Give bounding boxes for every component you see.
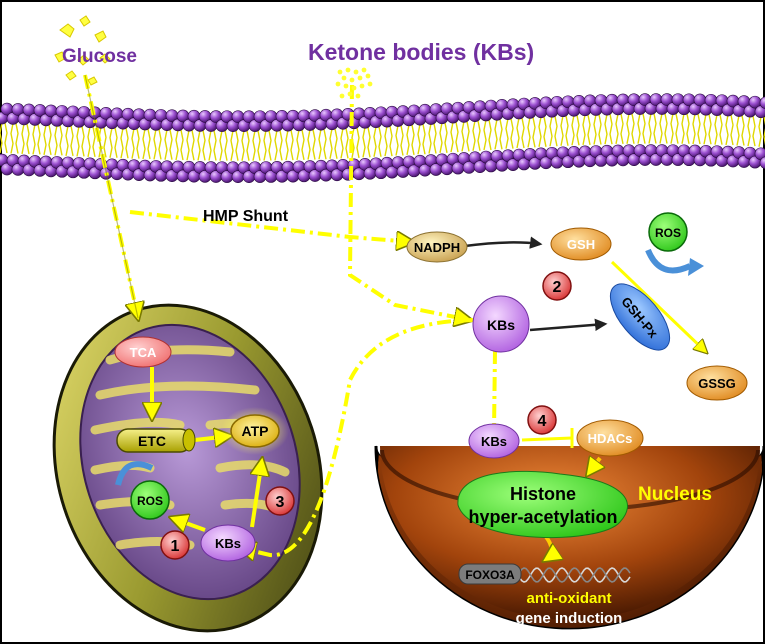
nadph-label: NADPH [414,240,460,255]
ros-outer-node: ROS [648,212,688,252]
ros-mito-node: ROS [130,480,170,520]
foxo3a-label: FOXO3A [465,568,515,582]
kbs-to-nucleus-arrow [492,349,497,433]
hdacs-node: HDACs [576,419,644,457]
marker-3: 3 [265,486,295,516]
hmp-shunt-arrow [129,210,412,242]
ketone-dot [339,93,345,99]
lipid-head [759,156,765,169]
tca-label: TCA [130,345,157,360]
marker-1: 1 [160,530,190,560]
marker-2: 2 [542,271,572,301]
ketone-dot [357,75,363,81]
ketone-bodies-title: Ketone bodies (KBs) [308,39,534,65]
kbs-mito-node: KBs [200,524,256,562]
hdacs-to-histone-arrow [588,458,600,474]
inhibition-arrow [521,428,574,448]
ketone-dot [347,91,353,97]
gssg-node: GSSG [686,365,748,401]
tca-node: TCA [114,336,172,368]
kbs-to-gshpx-arrow [529,318,608,332]
nadph-to-gsh-arrow [464,236,543,249]
gssg-label: GSSG [698,376,736,391]
gene-label-line2: gene induction [516,610,623,627]
solid-arrows [152,236,706,560]
etc-label: ETC [138,433,166,449]
marker-2-label: 2 [553,279,562,296]
ketone-dot [349,77,355,83]
ketone-dot [353,69,359,75]
dna-strand [517,567,631,583]
ros-neutralize-arrowhead [688,258,704,276]
kbs-cytosol-label: KBs [487,317,515,333]
kbs-to-mito-arrow [240,318,479,555]
ketone-body-dots [335,67,373,99]
kbs-mito-label: KBs [215,536,241,551]
gsh-to-gssg-arrow [610,260,706,352]
marker-4: 4 [527,405,557,435]
ketone-dot [343,83,349,89]
histone-node: Histone hyper-acetylation [457,470,628,538]
marker-1-label: 1 [171,538,180,555]
foxo3a-node: FOXO3A [458,563,522,585]
atp-label: ATP [242,423,269,439]
marker-4-label: 4 [538,413,547,430]
gsh-label: GSH [567,237,595,252]
kbs-cytosol-node: KBs [472,295,530,353]
histone-label-line1: Histone [510,484,576,504]
gene-label-line1: anti-oxidant [527,590,612,607]
marker-3-label: 3 [276,494,285,511]
ketone-dot [351,85,357,91]
nadph-node: NADPH [406,231,468,263]
hdacs-label: HDACs [588,431,633,446]
ros-neutralize-arrow [645,248,692,274]
glucose-molecules [54,15,111,86]
ketone-dot [365,73,371,79]
ketone-dot [341,75,347,81]
hmp-shunt-label: HMP Shunt [203,208,289,225]
gsh-node: GSH [550,227,612,261]
ketone-dot [345,67,351,73]
lipid-head [759,96,765,109]
ketone-dot [367,81,373,87]
etc-node: ETC [116,428,196,453]
mitochondrion [52,303,324,633]
kbs-to-atp-arrow [252,460,262,528]
kbs-nucleus-label: KBs [481,434,507,449]
histone-label-line2: hyper-acetylation [468,507,617,527]
ketone-dot [355,93,361,99]
ketone-dot [359,83,365,89]
nucleus-label: Nucleus [638,484,712,505]
kbs-to-ros-arrow [172,518,206,530]
flow-arrows [83,74,497,555]
cell-membrane [0,93,765,183]
ketone-dot [361,67,367,73]
ketone-dot [337,69,343,75]
ros-outer-label: ROS [655,226,681,240]
mito-ros-arrow [115,461,154,486]
atp-node: ATP [221,407,289,455]
ros-mito-label: ROS [137,494,163,508]
glucose-title: Glucose [62,46,137,67]
ketone-dot [335,81,341,87]
kbs-nucleus-node: KBs [468,423,520,459]
ketone-entry-arrow [347,84,470,320]
